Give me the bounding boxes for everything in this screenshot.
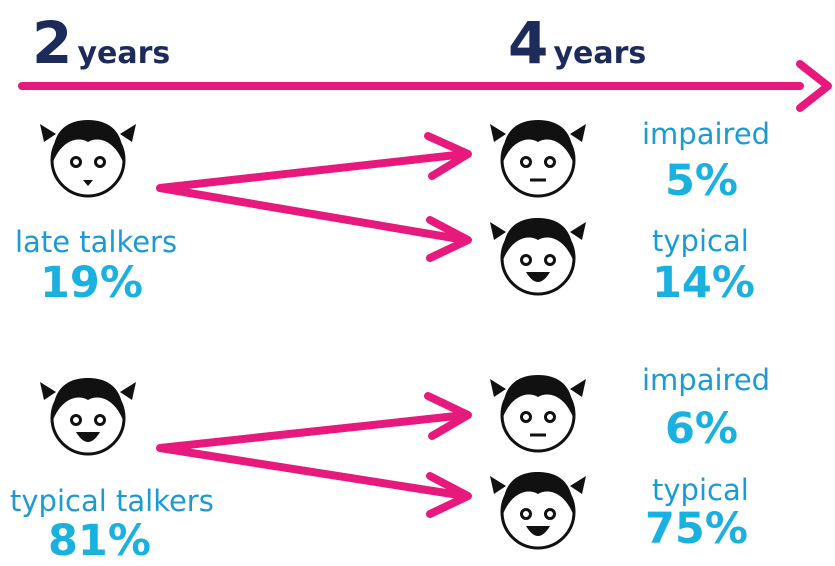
late-impaired-label: impaired: [642, 117, 771, 151]
late-talkers-branch-arrows: [156, 132, 472, 262]
late-typical-percent: 14%: [652, 258, 755, 308]
late-talkers-label: late talkers: [15, 225, 178, 259]
typical-impaired-label: impaired: [642, 363, 771, 397]
typical-talker-face-icon: [40, 378, 136, 454]
typical-talker-typical-face-icon: [490, 472, 586, 548]
typical-talkers-label: typical talkers: [10, 484, 214, 518]
late-talker-impaired-face-icon: [490, 120, 586, 196]
timeline-arrow: [18, 60, 832, 112]
typical-talker-impaired-face-icon: [490, 375, 586, 451]
header-2-years: 2 years: [32, 14, 170, 72]
late-talkers-percent: 19%: [40, 258, 143, 308]
header-2-years-number: 2: [32, 9, 73, 77]
header-4-years-number: 4: [508, 9, 549, 77]
typical-talkers-branch-arrows: [156, 392, 472, 518]
late-typical-label: typical: [652, 224, 749, 258]
typical-talkers-percent: 81%: [48, 516, 151, 566]
typical-typical-label: typical: [652, 473, 749, 507]
header-2-years-unit: years: [77, 36, 171, 71]
late-talker-typical-face-icon: [490, 218, 586, 294]
late-impaired-percent: 5%: [665, 156, 739, 206]
late-talker-face-icon: [40, 120, 136, 196]
header-4-years: 4 years: [508, 14, 646, 72]
header-4-years-unit: years: [553, 36, 647, 71]
typical-typical-percent: 75%: [645, 504, 748, 554]
typical-impaired-percent: 6%: [665, 404, 739, 454]
